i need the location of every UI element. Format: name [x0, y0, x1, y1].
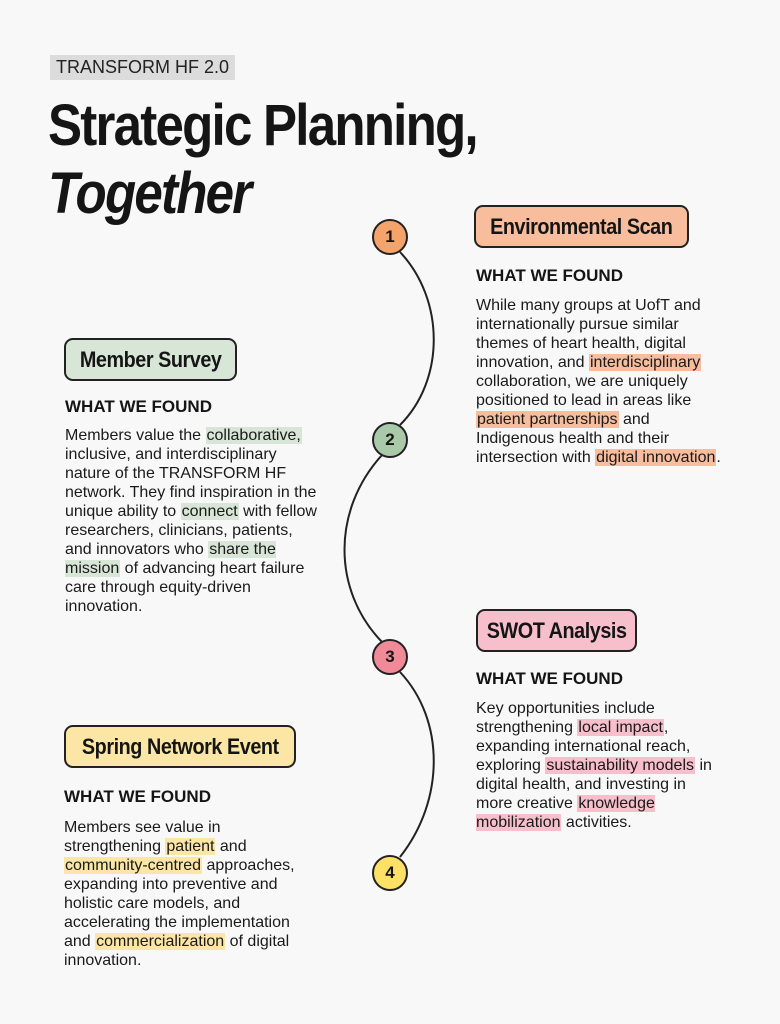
section-heading: WHAT WE FOUND [476, 669, 623, 688]
spring-network-event-title-box: Spring Network Event [64, 725, 296, 768]
title-line-2: Together [48, 161, 252, 226]
text-segment: activities. [561, 814, 632, 831]
text-segment: Key opportunities include strengthening [476, 700, 655, 736]
text-segment: collaboration, we are uniquely positione… [476, 373, 692, 409]
highlighted-phrase: patient partnerships [476, 411, 619, 428]
text-segment: of digital innovation. [64, 933, 290, 969]
highlighted-phrase: digital innovation [595, 449, 717, 466]
page-title: Strategic Planning, Together [48, 92, 479, 228]
section-heading: WHAT WE FOUND [476, 266, 623, 285]
highlighted-phrase: patient [165, 838, 216, 855]
section-title: Environmental Scan [490, 213, 673, 239]
step-marker-3: 3 [372, 639, 408, 675]
step-marker-1: 1 [372, 219, 408, 255]
environmental-scan-text: While many groups at UofT and internatio… [476, 296, 726, 467]
environmental-scan-title-box: Environmental Scan [474, 205, 689, 248]
highlighted-phrase: community-centred [64, 857, 203, 874]
highlighted-phrase: commercialization [95, 933, 226, 950]
section-heading: WHAT WE FOUND [65, 397, 212, 416]
title-line-1: Strategic Planning, [48, 93, 479, 158]
text-segment: approaches, expanding into preventive an… [64, 857, 295, 950]
text-segment: with fellow researchers, clinicians, pat… [65, 503, 317, 558]
highlighted-phrase: local impact [577, 719, 664, 736]
text-segment: While many groups at UofT and internatio… [476, 297, 701, 371]
swot-analysis-title-box: SWOT Analysis [476, 609, 637, 652]
step-marker-4: 4 [372, 855, 408, 891]
text-segment: and [215, 838, 247, 855]
step-marker-2: 2 [372, 422, 408, 458]
text-segment: and Indigenous health and their intersec… [476, 411, 670, 466]
text-segment: , expanding international reach, explori… [476, 719, 691, 774]
text-segment: . [716, 449, 721, 466]
text-segment: of advancing heart failure care through … [65, 560, 305, 615]
section-title: SWOT Analysis [486, 617, 627, 643]
spring-network-event-text: Members see value in strengthening patie… [64, 818, 319, 970]
member-survey-title-box: Member Survey [64, 338, 237, 381]
text-segment: in digital health, and investing in more… [476, 757, 712, 812]
text-segment: Members see value in strengthening [64, 819, 221, 855]
text-segment: inclusive, and interdisciplinary nature … [65, 446, 317, 520]
eyebrow-tag: TRANSFORM HF 2.0 [50, 55, 236, 80]
member-survey-text: Members value the collaborative, inclusi… [65, 426, 320, 616]
highlighted-phrase: collaborative, [205, 427, 302, 444]
highlighted-phrase: connect [180, 503, 239, 520]
section-title: Spring Network Event [81, 733, 279, 759]
section-title: Member Survey [79, 346, 222, 372]
highlighted-phrase: interdisciplinary [588, 354, 702, 371]
swot-analysis-text: Key opportunities include strengthening … [476, 699, 724, 832]
highlighted-phrase: sustainability models [545, 757, 695, 774]
text-segment: Members value the [65, 427, 206, 444]
section-heading: WHAT WE FOUND [64, 787, 211, 806]
